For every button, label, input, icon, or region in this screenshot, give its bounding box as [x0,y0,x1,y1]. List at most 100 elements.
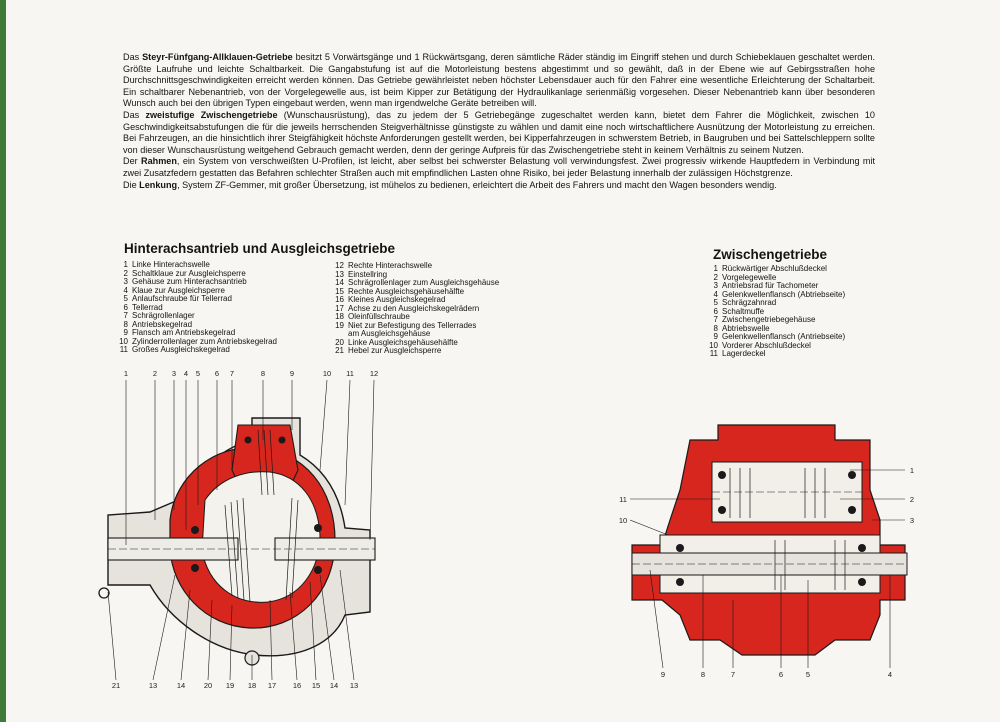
legend-number: 21 [335,346,344,356]
legend-text: Schrägrollenlager [132,311,195,321]
hinterachs-legend-item: am Ausgleichsgehäuse [334,330,499,339]
legend-number: 19 [335,320,344,330]
hinterachs-legend-item: 19 Niet zur Befestigung des Tellerrades [334,320,499,331]
callout-number: 19 [226,681,234,690]
hinterachs-legend-item: 20 Linke Ausgleichsgehäusehälfte [334,337,499,348]
legend-number: 11 [119,345,128,355]
legend-number: 20 [335,337,344,347]
legend-text: Abtriebswelle [722,323,770,333]
legend-text: Schrägzahnrad [722,298,777,308]
intro-paragraph: Das zweistufige Zwischengetriebe (Wunsch… [123,110,875,156]
legend-text: Rechte Ausgleichsgehäusehälfte [348,286,465,296]
hinterachs-title: Hinterachsantrieb und Ausgleichsgetriebe [124,241,396,256]
hinterachs-legend-item: 12 Rechte Hinterachswelle [334,261,499,271]
callout-leader [229,604,233,681]
legend-number: 7 [123,311,128,321]
legend-text: Rückwärtiger Abschlußdeckel [722,264,827,273]
legend-text: Zylinderrollenlager zum Antriebskegelrad [132,336,277,346]
legend-number: 10 [709,340,718,350]
legend-number: 17 [335,303,344,313]
intro-paragraph: Die Lenkung, System ZF-Gemmer, mit große… [123,180,875,192]
legend-text: Schrägrollenlager zum Ausgleichsgehäuse [348,278,500,288]
hinterachs-legend-item: 2 Schaltklaue zur Ausgleichsperre [118,268,277,279]
legend-number: 7 [713,315,718,325]
callout-leader [344,379,351,506]
callout-number: 8 [261,369,265,378]
intro-paragraph: Das Steyr-Fünfgang-Allklauen-Getriebe be… [123,52,875,110]
callout-number: 17 [268,681,276,690]
legend-number: 8 [713,323,718,333]
legend-text: Hebel zur Ausgleichsperre [348,346,442,356]
intro-run: besitzt 5 Vorwärtsgänge und 1 Rückwärtsg… [123,52,875,109]
callout-number: 9 [661,670,665,679]
hinterachs-legend-item: 13 Einstellring [334,269,499,280]
intro-run: Der [123,156,142,167]
callout-number: 12 [370,369,378,378]
intro-run: (Wunschausrüstung), das zu jedem der 5 G… [123,109,875,155]
legend-number: 3 [123,277,128,287]
callout-number: 18 [248,681,256,690]
zwischengetriebe-title: Zwischengetriebe [713,247,828,262]
hinterachs-legend-item: 7 Schrägrollenlager [118,312,277,321]
intro-run: Das [123,52,143,62]
legend-number: 12 [335,261,344,270]
legend-text: Rechte Hinterachswelle [348,261,433,270]
callout-number: 7 [230,369,234,378]
callout-number: 14 [330,681,338,690]
legend-text: Niet zur Befestigung des Tellerrades [348,320,477,330]
legend-number: 1 [713,264,718,273]
callout-number: 3 [172,369,176,378]
callout-leader [107,591,117,681]
callout-number: 21 [112,681,120,690]
zwischengetriebe-legend-item: 7 Zwischengetriebegehäuse [704,316,845,325]
intro-run: Das [123,109,146,120]
callout-leader [207,599,213,681]
legend-number: 3 [713,281,718,291]
legend-text: Einstellring [348,269,388,279]
callout-number: 5 [806,670,810,679]
callout-leader [339,569,355,681]
callout-number: 11 [619,495,627,504]
legend-text: am Ausgleichsgehäuse [348,329,431,339]
legend-text: Schaltklaue zur Ausgleichsperre [132,268,246,278]
callout-number: 11 [346,369,354,378]
callout-leader [152,574,176,681]
legend-text: Gelenkwellenflansch (Abtriebseite) [722,289,846,299]
callout-number: 6 [215,369,219,378]
legend-text: Schaltmuffe [722,306,765,316]
intro-keyword: Steyr-Fünfgang-Allklauen-Getriebe [142,52,293,62]
legend-text: Flansch am Antriebskegelrad [132,328,236,338]
callout-number: 5 [196,369,200,378]
callout-number: 4 [184,369,188,378]
legend-number: 13 [335,269,344,279]
legend-number: 16 [335,295,344,305]
legend-number: 5 [123,294,128,304]
legend-number: 2 [123,268,128,278]
zwischengetriebe-legend-item: 1 Rückwärtiger Abschlußdeckel [704,264,845,274]
intro-text: Das Steyr-Fünfgang-Allklauen-Getriebe be… [123,52,875,191]
callout-leader [319,574,335,681]
callout-leader [369,379,375,541]
intro-keyword: Rahmen [141,156,177,167]
legend-text: Zwischengetriebegehäuse [722,315,816,325]
intro-run: Die [123,179,140,190]
legend-text: Linke Ausgleichsgehäusehälfte [348,337,458,347]
callout-leader [289,591,298,681]
